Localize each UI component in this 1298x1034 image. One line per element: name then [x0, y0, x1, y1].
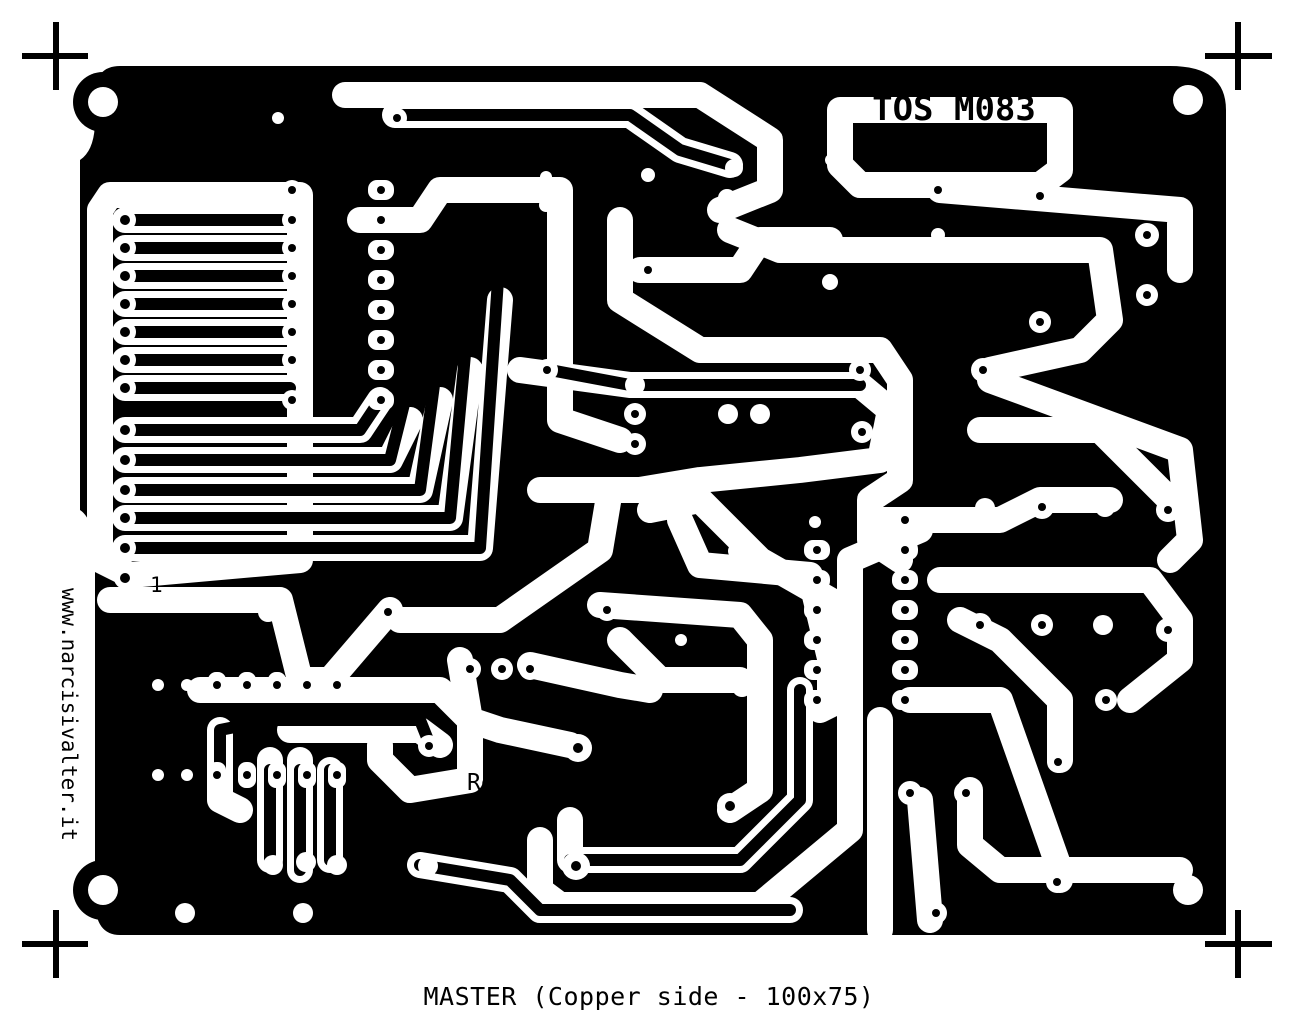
registration-marks — [22, 22, 1272, 978]
crosshair-top-left-icon — [22, 22, 88, 90]
website-label: www.narcisivalter.it — [57, 588, 81, 841]
board-title-line2: OCTAVE — [893, 131, 1016, 171]
crosshair-top-right-icon — [1205, 22, 1272, 90]
pin-one-marker-ic-socket: 1 — [365, 155, 376, 177]
copyright-label: (C)2016 — [372, 814, 490, 847]
component-pads — [114, 108, 1180, 924]
misc-pad-holes — [384, 114, 1172, 917]
pin-one-marker-ic-center: 1 — [928, 535, 941, 559]
copper-traces — [119, 109, 866, 916]
ic-bottom-left-pads — [208, 672, 346, 788]
pcb-copper-layout: TOS M083 OCTAVE TOS-IC 1 1 1 1 Rev.3 (C)… — [22, 22, 1272, 978]
ic-label: TOS-IC — [322, 262, 350, 349]
isolation-channels — [87, 82, 1203, 943]
board-title-line1: TOS M083 — [872, 89, 1036, 129]
connector-pads-right — [282, 180, 302, 410]
crosshair-bottom-right-icon — [1205, 910, 1272, 978]
pin-one-marker-ic-bottom: 1 — [350, 779, 363, 803]
revision-label: Rev.3 — [467, 770, 536, 796]
pin-one-marker-connector: 1 — [150, 573, 163, 597]
figure-caption: MASTER (Copper side - 100x75) — [423, 982, 875, 1011]
ic-socket-pads — [368, 180, 394, 410]
crosshair-bottom-left-icon — [22, 910, 88, 978]
connector-pads-left — [114, 209, 136, 589]
ic-center-pads — [804, 510, 918, 710]
